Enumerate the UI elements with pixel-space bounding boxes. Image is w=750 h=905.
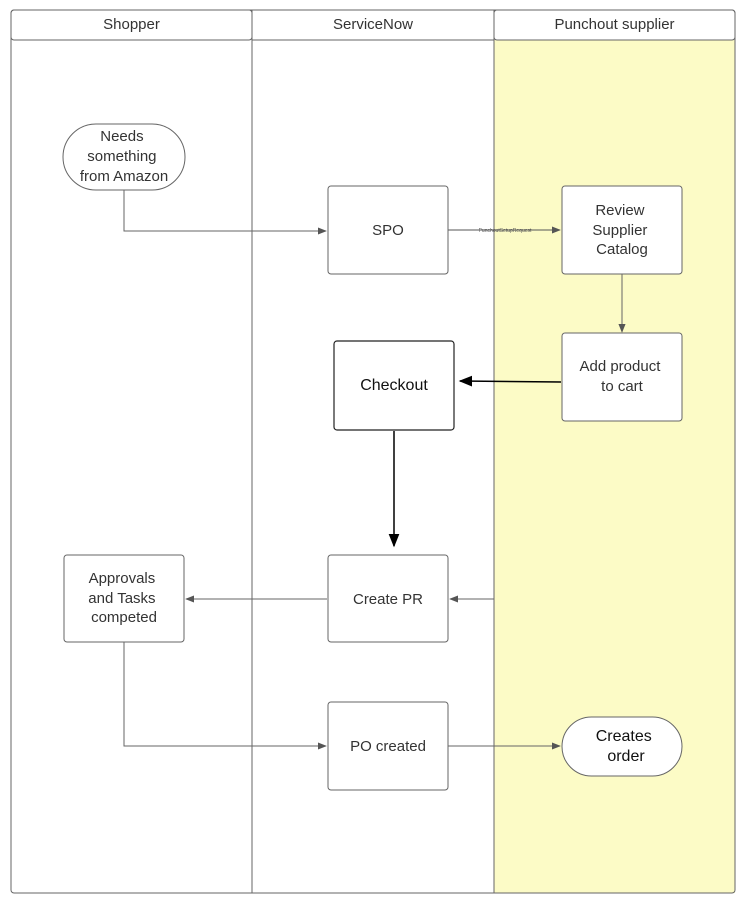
node-review-line-3: Catalog [596,241,648,258]
node-approvals-line-2: and Tasks [88,590,155,607]
node-creates-order-line-1: Creates [596,728,652,745]
node-needs-something: Needs something from Amazon [62,123,186,191]
node-review-supplier-catalog: Review Supplier Catalog [561,185,683,275]
lane-title-shopper: Shopper [103,16,160,33]
node-add-product-line-1: Add product [579,358,661,375]
node-create-pr: Create PR [327,554,449,643]
node-review-line-2: Supplier [592,222,647,239]
node-approvals: Approvals and Tasks competed [63,554,185,643]
node-add-product-line-2: to cart [601,378,644,395]
node-creates-order-label: Creates order [596,728,656,765]
lane-header-supplier: Punchout supplier [493,9,736,41]
node-add-product-label: Add product to cart [579,358,664,395]
node-add-product: Add product to cart [561,332,683,422]
node-approvals-line-3: competed [91,609,157,626]
lane-header-shopper: Shopper [10,9,253,41]
node-needs-line-3: from Amazon [80,168,168,185]
node-checkout: Checkout [333,340,455,431]
node-needs-line-2: something [87,148,156,165]
node-needs-line-1: Needs [100,128,143,145]
node-needs-something-label: Needs something from Amazon [80,128,168,185]
edge-approvals-to-po-created [123,642,327,750]
edge-label-punchout-setup-request: PunchoutSetupRequest [479,228,532,234]
node-po-created: PO created [327,701,449,791]
swimlane-frame [10,9,736,894]
node-review-line-1: Review [595,202,644,219]
lane-header-servicenow: ServiceNow [251,9,495,41]
node-approvals-label: Approvals and Tasks competed [88,570,159,626]
node-review-label: Review Supplier Catalog [592,202,651,258]
node-checkout-label: Checkout [360,377,428,394]
node-po-created-label: PO created [350,738,426,755]
node-creates-order: Creates order [561,716,683,777]
node-approvals-line-1: Approvals [89,570,156,587]
edge-needs-to-spo [123,190,327,235]
lane-title-servicenow: ServiceNow [333,16,413,33]
node-create-pr-label: Create PR [353,591,423,608]
lane-title-supplier: Punchout supplier [554,16,674,33]
edge-add-product-to-checkout [458,375,562,387]
node-spo: SPO [327,185,449,275]
node-creates-order-line-2: order [607,748,645,765]
node-spo-label: SPO [372,222,404,239]
